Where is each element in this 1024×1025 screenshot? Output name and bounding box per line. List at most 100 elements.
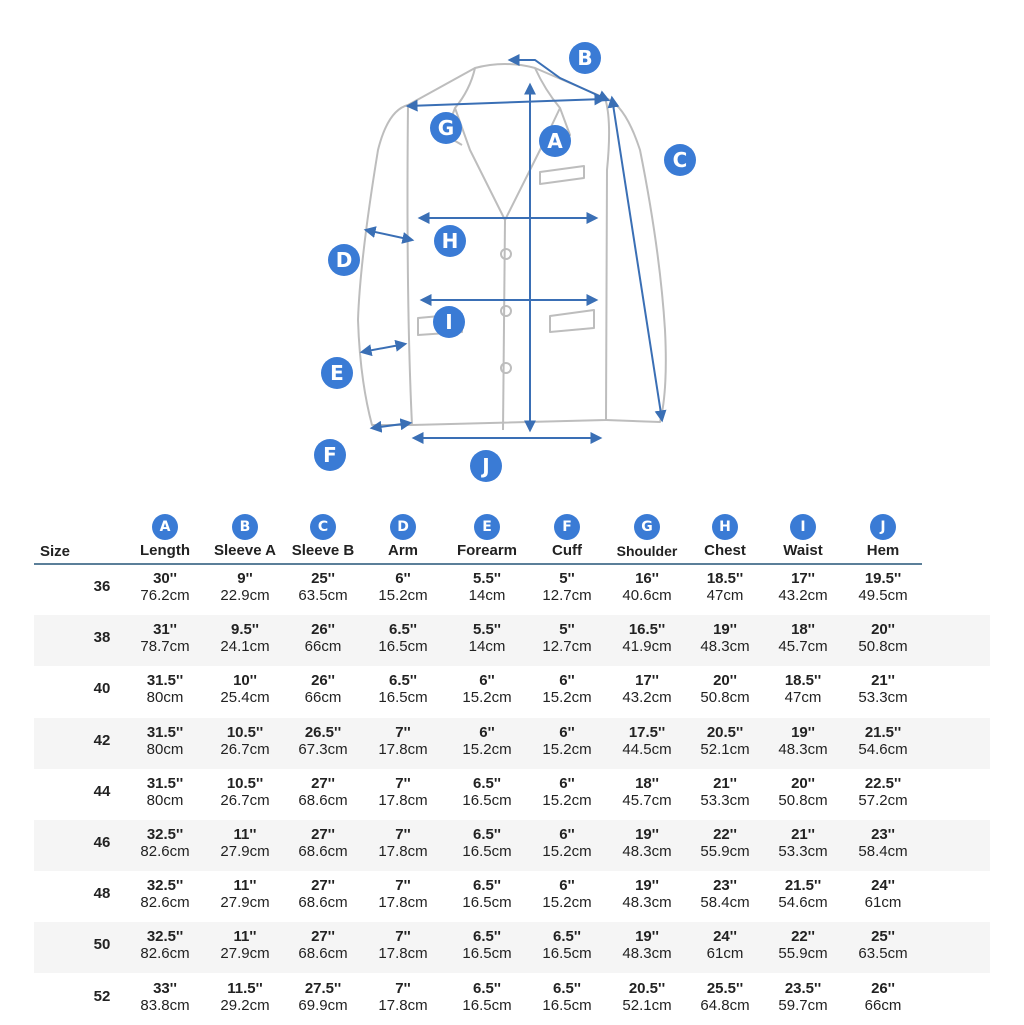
value-inches: 21.5'' bbox=[864, 723, 902, 741]
value-inches: 22'' bbox=[713, 826, 737, 843]
table-cell: 27''68.6cm bbox=[278, 826, 368, 860]
value-inches: 6.5'' bbox=[473, 877, 501, 895]
table-cell: 6''15.2cm bbox=[522, 724, 612, 758]
value-inches: 25.5'' bbox=[706, 979, 744, 997]
table-cell: 6.5''16.5cm bbox=[442, 775, 532, 809]
value-inches: 7'' bbox=[395, 979, 411, 997]
table-cell: 9.5''24.1cm bbox=[200, 621, 290, 655]
table-cell: 16''40.6cm bbox=[602, 570, 692, 604]
value-inches: 19.5'' bbox=[864, 570, 902, 587]
badge-f: F bbox=[314, 439, 346, 471]
value-cm: 63.5cm bbox=[858, 945, 908, 963]
table-cell: 19''48.3cm bbox=[602, 877, 692, 911]
value-cm: 27.9cm bbox=[220, 945, 270, 963]
column-label: Waist bbox=[783, 542, 823, 559]
table-cell: 6.5''16.5cm bbox=[442, 980, 532, 1014]
badge-d: D bbox=[328, 244, 360, 276]
value-cm: 24.1cm bbox=[220, 638, 270, 656]
value-cm: 53.3cm bbox=[700, 791, 750, 809]
value-inches: 6'' bbox=[559, 672, 575, 690]
table-cell: 18.5''47cm bbox=[680, 570, 770, 604]
row-size: 42 bbox=[93, 731, 111, 749]
badge-d-label: D bbox=[336, 248, 353, 272]
table-cell: 27''68.6cm bbox=[278, 775, 368, 809]
table-cell: 11''27.9cm bbox=[200, 928, 290, 962]
value-cm: 83.8cm bbox=[140, 996, 190, 1014]
table-cell: 11.5''29.2cm bbox=[200, 980, 290, 1014]
value-inches: 16'' bbox=[635, 570, 659, 587]
table-cell: 7''17.8cm bbox=[358, 980, 448, 1014]
table-cell: 31''78.7cm bbox=[120, 621, 210, 655]
table-cell: 6.5''16.5cm bbox=[442, 877, 532, 911]
value-cm: 67.3cm bbox=[298, 740, 348, 758]
value-cm: 15.2cm bbox=[542, 740, 592, 758]
value-cm: 48.3cm bbox=[778, 740, 828, 758]
value-cm: 27.9cm bbox=[220, 843, 270, 860]
table-cell: 18''45.7cm bbox=[758, 621, 848, 655]
table-cell: 22''55.9cm bbox=[680, 826, 770, 860]
table-cell: 19.5''49.5cm bbox=[838, 570, 928, 604]
column-badge: A bbox=[152, 514, 178, 540]
value-inches: 6'' bbox=[559, 774, 575, 792]
value-inches: 6'' bbox=[559, 826, 575, 843]
value-cm: 16.5cm bbox=[378, 638, 428, 656]
table-cell: 31.5''80cm bbox=[120, 672, 210, 706]
badge-a: A bbox=[539, 125, 571, 157]
value-inches: 6.5'' bbox=[553, 928, 581, 946]
badge-b: B bbox=[569, 42, 601, 74]
value-cm: 12.7cm bbox=[542, 638, 592, 656]
table-cell: 7''17.8cm bbox=[358, 928, 448, 962]
value-cm: 59.7cm bbox=[778, 996, 828, 1014]
value-cm: 16.5cm bbox=[462, 945, 512, 963]
value-cm: 57.2cm bbox=[858, 791, 908, 809]
value-cm: 64.8cm bbox=[700, 996, 750, 1014]
badge-i-label: I bbox=[445, 310, 452, 334]
table-cell: 6''15.2cm bbox=[442, 672, 532, 706]
column-badge: B bbox=[232, 514, 258, 540]
value-inches: 27'' bbox=[311, 928, 335, 946]
table-cell: 27''68.6cm bbox=[278, 877, 368, 911]
value-cm: 27.9cm bbox=[220, 894, 270, 912]
value-inches: 18'' bbox=[635, 774, 659, 792]
value-cm: 15.2cm bbox=[462, 689, 512, 707]
column-label: Cuff bbox=[552, 542, 582, 559]
table-cell: 10''25.4cm bbox=[200, 672, 290, 706]
value-inches: 31.5'' bbox=[146, 723, 184, 741]
table-cell: 7''17.8cm bbox=[358, 877, 448, 911]
table-cell: 11''27.9cm bbox=[200, 826, 290, 860]
value-inches: 7'' bbox=[395, 826, 411, 843]
value-inches: 23'' bbox=[713, 877, 737, 895]
row-size: 38 bbox=[93, 629, 111, 647]
value-cm: 82.6cm bbox=[140, 945, 190, 963]
value-inches: 18'' bbox=[791, 621, 815, 639]
value-cm: 53.3cm bbox=[778, 843, 828, 860]
value-cm: 52.1cm bbox=[622, 996, 672, 1014]
value-cm: 14cm bbox=[468, 587, 506, 604]
column-label: Hem bbox=[866, 542, 900, 559]
value-cm: 50.8cm bbox=[778, 791, 828, 809]
row-size: 48 bbox=[93, 885, 111, 903]
table-cell: 20''50.8cm bbox=[838, 621, 928, 655]
value-cm: 16.5cm bbox=[542, 996, 592, 1014]
badge-f-label: F bbox=[323, 443, 337, 467]
value-inches: 7'' bbox=[395, 774, 411, 792]
value-inches: 23'' bbox=[871, 826, 895, 843]
badge-a-label: A bbox=[547, 129, 563, 153]
value-cm: 50.8cm bbox=[700, 689, 750, 707]
value-cm: 52.1cm bbox=[700, 740, 750, 758]
row-size: 50 bbox=[93, 936, 111, 954]
value-inches: 6'' bbox=[395, 570, 411, 587]
column-badge: I bbox=[790, 514, 816, 540]
value-inches: 27.5'' bbox=[304, 979, 342, 997]
table-cell: 26''66cm bbox=[278, 621, 368, 655]
table-cell: 5.5''14cm bbox=[442, 621, 532, 655]
column-badge: C bbox=[310, 514, 336, 540]
value-cm: 68.6cm bbox=[298, 791, 348, 809]
badge-e-label: E bbox=[330, 361, 344, 385]
value-inches: 27'' bbox=[311, 774, 335, 792]
value-inches: 20'' bbox=[713, 672, 737, 690]
